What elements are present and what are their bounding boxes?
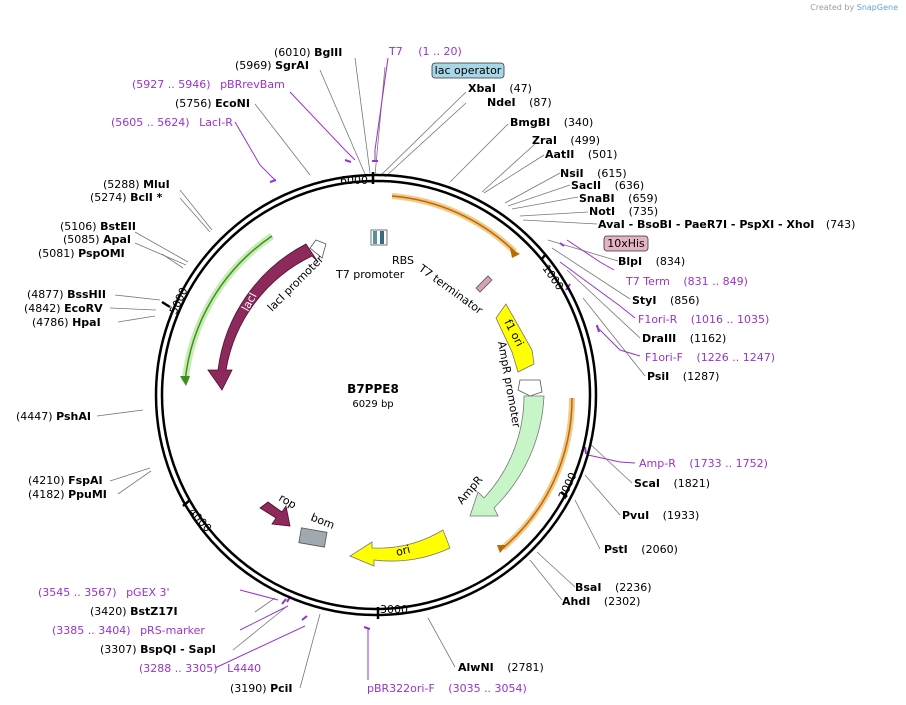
- backbone-inner: [160, 179, 592, 611]
- tick-6000: 6000: [340, 174, 368, 187]
- ampr-feature: [469, 395, 545, 517]
- label-bclI: (5274) BclI *: [90, 191, 163, 204]
- laci-promoter-feature: [309, 239, 327, 259]
- label-mluI: (5288) MluI: [103, 178, 170, 191]
- t7-transcript-halo: [391, 193, 518, 255]
- ampr-promoter-feature: [517, 379, 543, 397]
- label-notI: NotI (735): [589, 205, 658, 218]
- connector-lines: [96, 57, 646, 689]
- ori-feature: [349, 529, 451, 567]
- label-pciI: (3190) PciI: [230, 682, 293, 695]
- credit: Created by SnapGene: [810, 3, 898, 12]
- laci-transcript-arrowhead: [180, 376, 190, 386]
- label-alwNI: AlwNI (2781): [458, 661, 544, 674]
- label-f1oriR: F1ori-R (1016 .. 1035): [638, 313, 769, 326]
- ampr-transcript-arrowhead: [497, 545, 507, 553]
- label-f1oriF: F1ori-F (1226 .. 1247): [645, 351, 775, 364]
- label-avaI-group: AvaI - BsoBI - PaeR7I - PspXI - XhoI (74…: [598, 218, 855, 231]
- bom-label: bom: [309, 511, 337, 532]
- label-nsiI: NsiI (615): [560, 167, 627, 180]
- label-pRSmarker: (3385 .. 3404) pRS-marker: [52, 624, 205, 637]
- label-l4440: (3288 .. 3305) L4440: [139, 662, 261, 675]
- bom-feature: [298, 527, 328, 548]
- t7-promoter-label: T7 promoter: [335, 268, 405, 281]
- label-pstI: PstI (2060): [604, 543, 678, 556]
- label-bssHII: (4877) BssHII: [27, 288, 106, 301]
- label-ecoNI: (5756) EcoNI: [175, 97, 250, 110]
- t7-terminator-label: T7 terminator: [415, 261, 485, 317]
- laci-transcript-arc: [184, 235, 273, 383]
- label-ahdI: AhdI (2302): [562, 595, 640, 608]
- label-ndeI: NdeI (87): [487, 96, 552, 109]
- primer-markers: [214, 57, 641, 680]
- ori-label: ori: [395, 543, 412, 559]
- label-pshAI: (4447) PshAI: [16, 410, 91, 423]
- t7-transcript-arrowhead: [510, 248, 520, 258]
- label-lacIR: (5605 .. 5624) LacI-R: [111, 116, 233, 129]
- lac-operator-tag: lac operator: [435, 64, 502, 77]
- label-t7: T7 (1 .. 20): [388, 45, 462, 58]
- backbone-outer: [154, 173, 598, 617]
- label-pspOMI: (5081) PspOMI: [38, 247, 125, 260]
- t7-transcript-arc: [391, 195, 516, 253]
- label-bmgBI: BmgBI (340): [510, 116, 593, 129]
- label-ppuMI: (4182) PpuMI: [28, 488, 107, 501]
- ampr-transcript-arc: [502, 397, 573, 549]
- f1-ori-feature: [495, 303, 535, 373]
- laci-feature: [207, 243, 319, 391]
- plasmid-size: 6029 bp: [352, 399, 393, 410]
- tick-3000: 3000: [380, 603, 408, 616]
- laci-transcript-halo: [181, 233, 274, 383]
- label-ampR-primer: Amp-R (1733 .. 1752): [639, 457, 768, 470]
- label-sgrAI: (5969) SgrAI: [235, 59, 309, 72]
- lac-operator-box: [373, 231, 377, 244]
- credit-text: Created by: [810, 3, 855, 12]
- tick-5000: 5000: [167, 285, 191, 316]
- brand-name: SnapGene: [856, 3, 898, 12]
- label-ecoRV: (4842) EcoRV: [24, 302, 103, 315]
- primer-sites: [269, 159, 600, 630]
- label-apaI: (5085) ApaI: [63, 233, 131, 246]
- label-zraI: ZraI (499): [532, 134, 600, 147]
- label-blpI: BlpI (834): [618, 255, 685, 268]
- t7-terminator-feature: [475, 275, 493, 293]
- label-bglII: (6010) BglII: [274, 46, 342, 59]
- label-pBR322oriF: pBR322ori-F (3035 .. 3054): [367, 682, 527, 695]
- label-scaI: ScaI (1821): [634, 477, 710, 490]
- label-snaBI: SnaBI (659): [579, 192, 658, 205]
- label-t7term: T7 Term (831 .. 849): [625, 275, 748, 288]
- label-styI: StyI (856): [632, 294, 700, 307]
- label-bsaI: BsaI (2236): [575, 581, 652, 594]
- his-tag-box: [603, 235, 649, 252]
- label-bspQI: (3307) BspQI - SapI: [100, 643, 216, 656]
- label-fspAI: (4210) FspAI: [28, 474, 103, 487]
- rbs-label: RBS: [392, 254, 414, 267]
- label-sacII: SacII (636): [571, 179, 644, 192]
- lac-operator-tag-box: [431, 62, 505, 79]
- label-bstZ17I: (3420) BstZ17I: [90, 605, 178, 618]
- label-pGEX3: (3545 .. 3567) pGEX 3': [38, 586, 170, 599]
- label-pBRrevBam: (5927 .. 5946) pBRrevBam: [132, 78, 285, 91]
- his-tag: 10xHis: [607, 237, 645, 250]
- plasmid-name: B7PPE8: [347, 382, 399, 396]
- label-pvuI: PvuI (1933): [622, 509, 699, 522]
- rbs-box: [380, 231, 384, 244]
- label-aatII: AatII (501): [545, 148, 617, 161]
- label-xbaI: XbaI (47): [468, 82, 532, 95]
- label-hpaI: (4786) HpaI: [32, 316, 101, 329]
- tick-marks: [161, 172, 568, 619]
- rop-feature: [259, 501, 291, 527]
- rop-label: rop: [277, 491, 299, 511]
- label-bstEII: (5106) BstEII: [60, 220, 136, 233]
- label-psiI: PsiI (1287): [647, 370, 719, 383]
- label-draIII: DraIII (1162): [642, 332, 726, 345]
